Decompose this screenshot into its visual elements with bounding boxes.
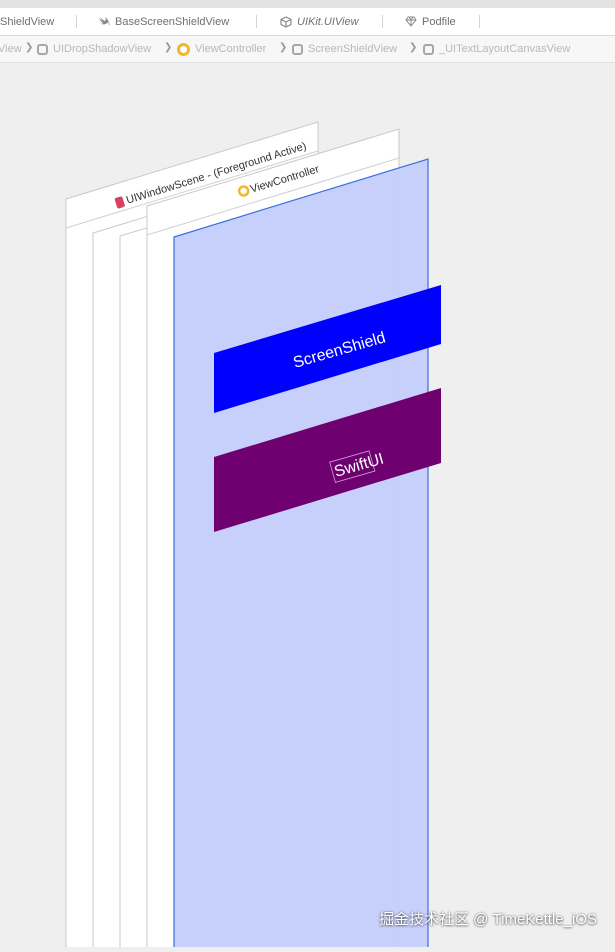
breadcrumb-label: UIDropShadowView	[53, 43, 152, 55]
chevron-right-icon: ❯	[25, 42, 34, 53]
breadcrumb-item[interactable]: _UITextLayoutCanvasView	[423, 36, 570, 62]
breadcrumb-item[interactable]: View	[0, 36, 22, 62]
view-icon	[423, 43, 434, 55]
swiftui-plane[interactable]: SwiftUI	[214, 388, 441, 532]
swift-icon	[98, 16, 110, 27]
window-scene-icon	[114, 196, 125, 209]
tab-label: BaseScreenShieldView	[115, 15, 230, 28]
tab-label: UIKit.UIView	[297, 15, 359, 28]
tab-shieldview[interactable]: ShieldView	[0, 8, 54, 35]
watermark: 掘金技术社区 @ TimeKettle_iOS	[378, 911, 597, 928]
swiftui-text-bounds	[329, 450, 376, 483]
view-icon	[292, 43, 303, 55]
view-controller-icon	[177, 42, 190, 56]
breadcrumb-label: View	[0, 43, 22, 55]
tab-label: ShieldView	[0, 15, 55, 28]
screenshield-plane[interactable]: ScreenShield	[214, 285, 441, 413]
cube-icon	[280, 15, 292, 28]
breadcrumb-label: ScreenShieldView	[308, 43, 398, 55]
view-controller-icon	[237, 185, 250, 197]
tab-divider	[479, 15, 480, 28]
chevron-right-icon: ❯	[279, 42, 288, 53]
screenshield-view-selected[interactable]	[173, 158, 429, 951]
window-top-strip	[0, 0, 615, 8]
view-icon	[37, 43, 48, 55]
breadcrumb-label: _UITextLayoutCanvasView	[439, 43, 571, 55]
gem-icon	[405, 16, 417, 27]
view-hierarchy-canvas[interactable]: UIWindowScene - (Foreground Active) View…	[0, 63, 615, 951]
chevron-right-icon: ❯	[164, 42, 173, 53]
editor-tab-bar: ShieldView BaseScreenShieldView UIKit.UI…	[0, 8, 615, 36]
breadcrumb-item[interactable]: ScreenShieldView	[292, 36, 397, 62]
breadcrumb-item[interactable]: UIDropShadowView	[37, 36, 151, 62]
tab-podfile[interactable]: Podfile	[405, 8, 456, 35]
tab-label: Podfile	[422, 15, 456, 28]
breadcrumb-label: ViewController	[195, 43, 267, 55]
tab-uikit-uiview[interactable]: UIKit.UIView	[280, 8, 359, 35]
chevron-right-icon: ❯	[409, 42, 418, 53]
breadcrumb: View ❯ UIDropShadowView ❯ ViewController…	[0, 36, 615, 63]
tab-divider	[382, 15, 383, 28]
tab-basescreenshieldview[interactable]: BaseScreenShieldView	[98, 8, 229, 35]
breadcrumb-item[interactable]: ViewController	[177, 36, 266, 62]
tab-divider	[76, 15, 77, 28]
tab-divider	[256, 15, 257, 28]
